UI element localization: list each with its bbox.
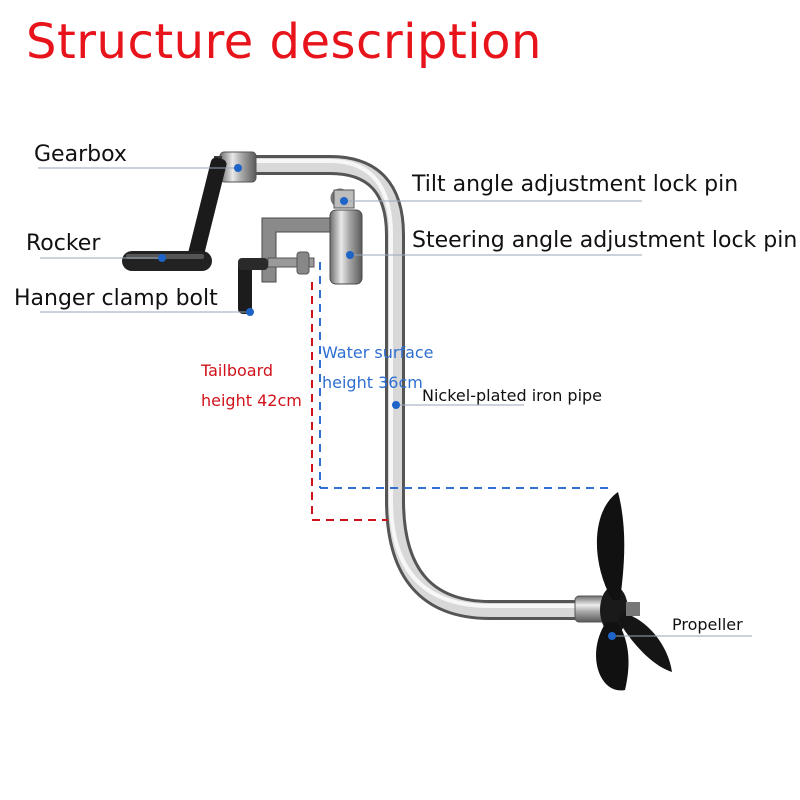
water-line1: Water surface — [322, 343, 434, 362]
tailboard-line1: Tailboard — [201, 361, 274, 380]
pipe-label: Nickel-plated iron pipe — [422, 386, 603, 405]
propeller-part — [574, 492, 672, 691]
water-line2: height 36cm — [322, 373, 423, 392]
tilt-pin-label: Tilt angle adjustment lock pin — [412, 172, 739, 197]
water-height-line — [319, 262, 612, 489]
clamp-bolt-leader — [40, 308, 254, 316]
tailboard-height-line — [311, 282, 388, 521]
steering-pin-leader — [346, 251, 642, 259]
rocker-leader — [40, 254, 166, 262]
propeller-leader — [608, 632, 752, 640]
tilt-pin-leader — [340, 197, 642, 205]
rocker-crank — [122, 157, 227, 271]
tailboard-line2: height 42cm — [201, 391, 302, 410]
tailboard-height-label: Tailboard height 42cm — [201, 356, 302, 416]
propeller-label: Propeller — [672, 615, 743, 634]
hanger-clamp-bolt-label: Hanger clamp bolt — [14, 286, 218, 311]
pipe-leader — [392, 401, 524, 409]
nickel-plated-pipe — [228, 155, 595, 620]
hanger-clamp — [238, 209, 363, 314]
page-title: Structure description — [26, 14, 542, 70]
gearbox-leader — [38, 164, 242, 172]
rocker-label: Rocker — [26, 231, 101, 256]
gearbox-label: Gearbox — [34, 142, 127, 167]
water-height-label: Water surface height 36cm — [322, 338, 434, 398]
steering-pin-label: Steering angle adjustment lock pin — [412, 228, 798, 253]
